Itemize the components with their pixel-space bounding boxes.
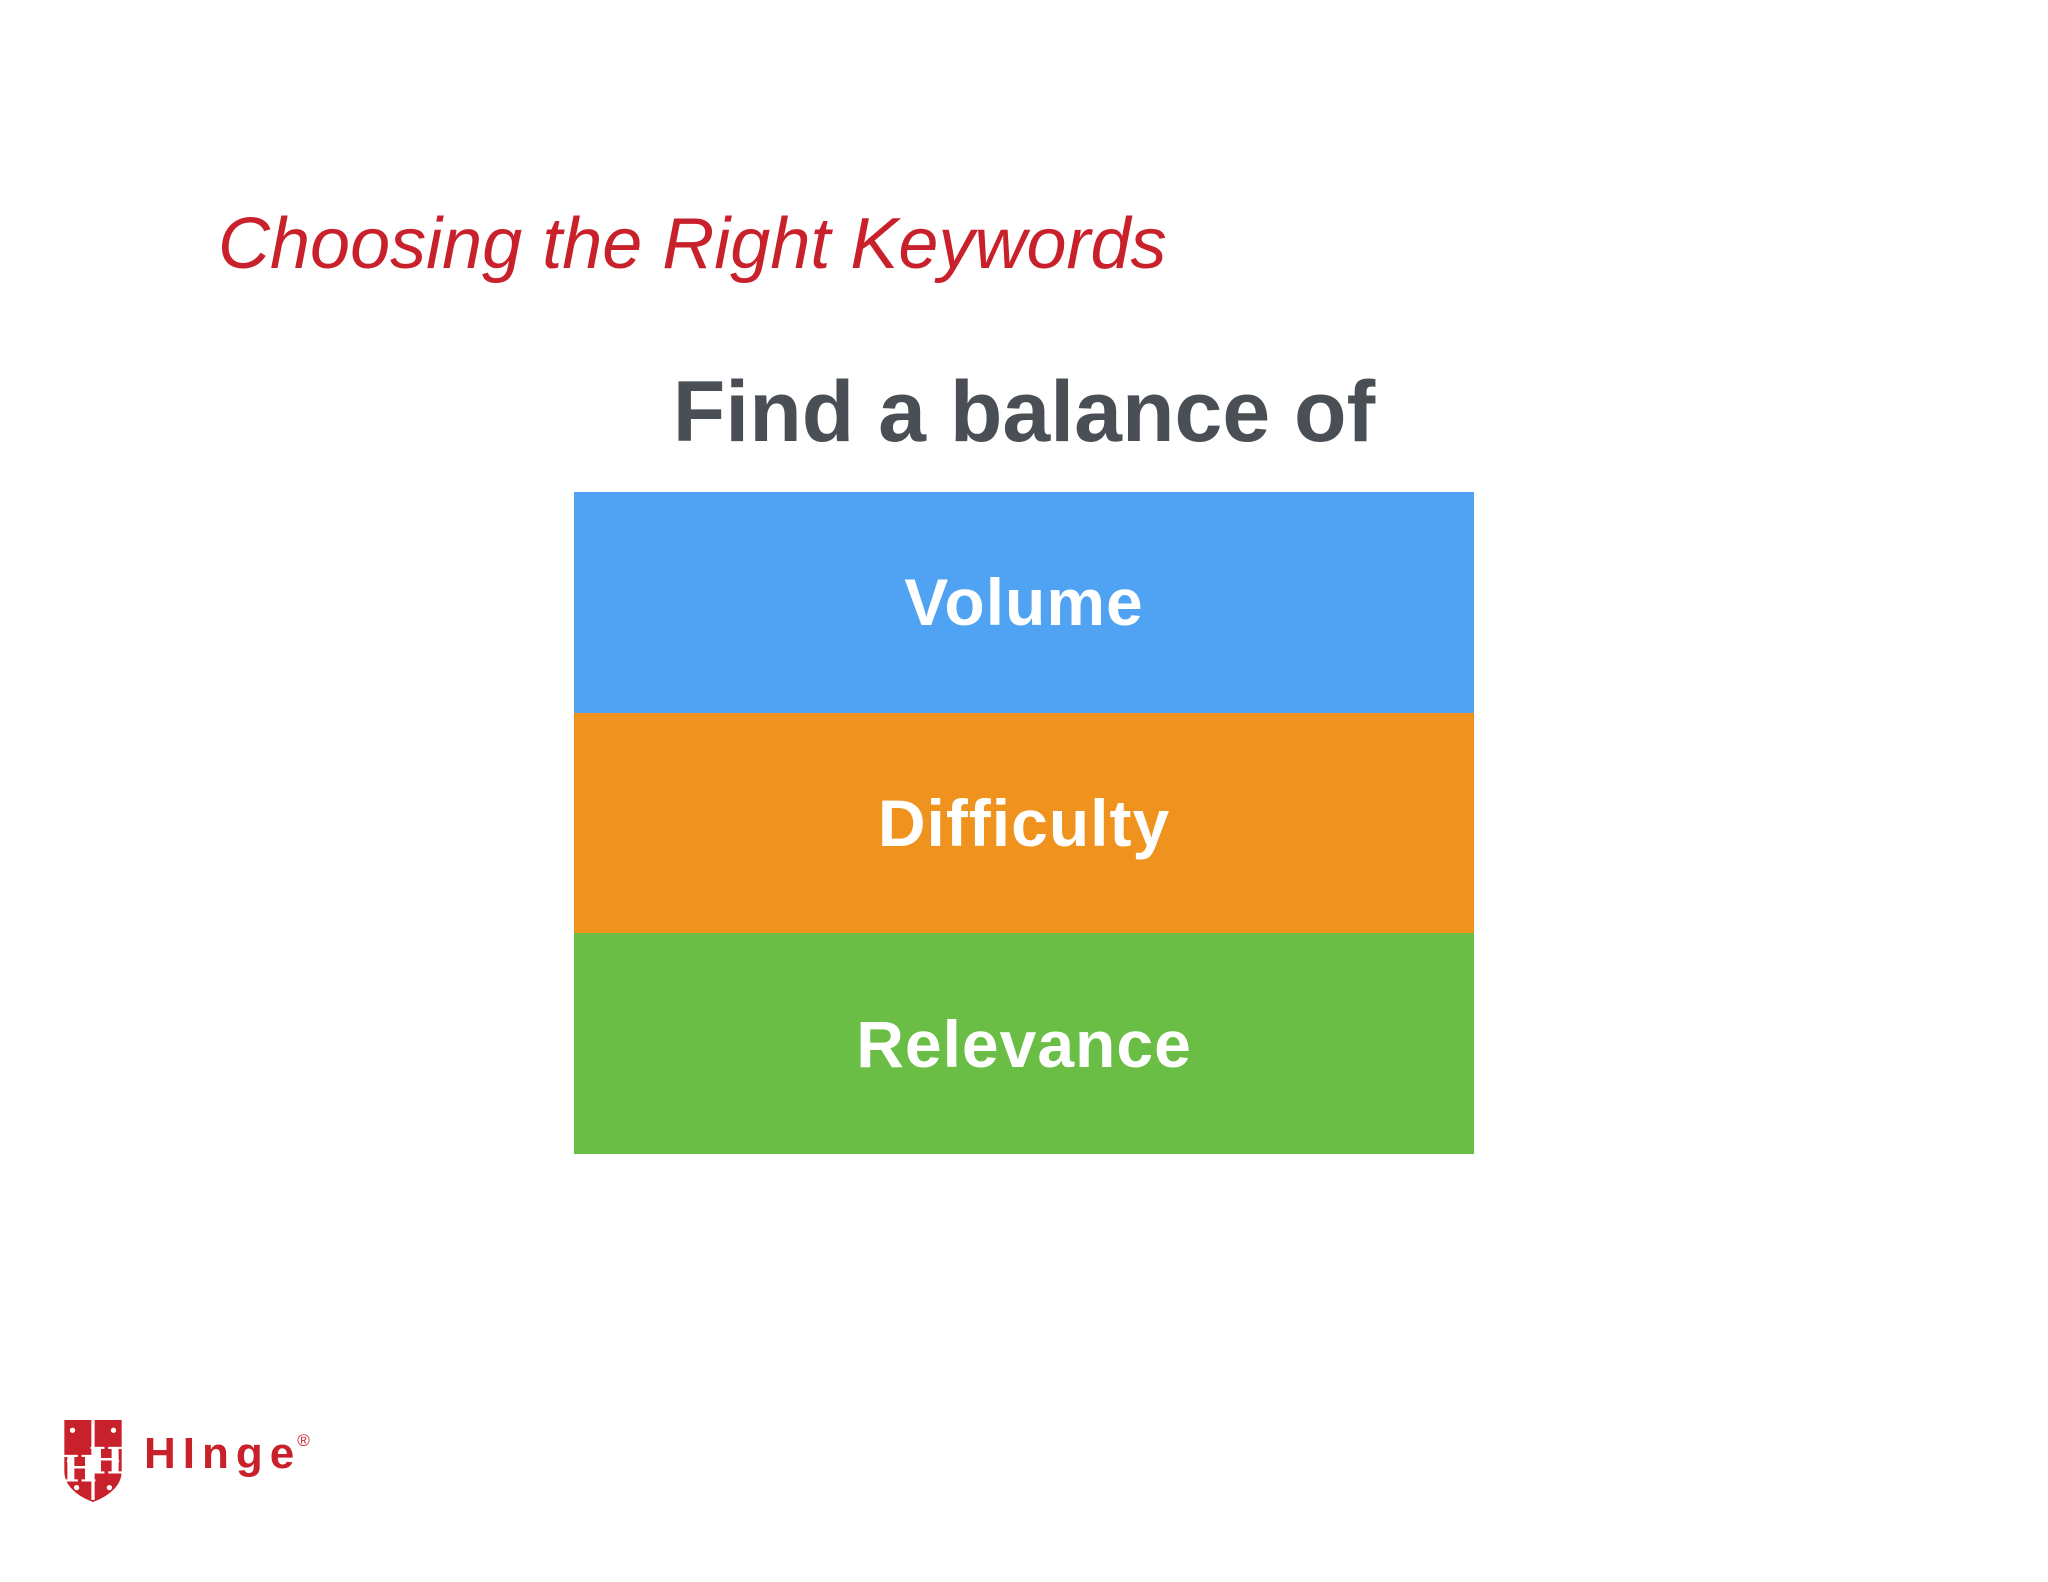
hinge-wordmark: HInge® [144, 1429, 310, 1479]
difficulty-bar-label: Difficulty [877, 786, 1171, 860]
relevance-bar-label: Relevance [856, 1006, 1192, 1081]
hinge-shield-icon: H H [62, 1420, 124, 1502]
hinge-logo: H H HInge® [62, 1418, 310, 1504]
balance-heading: Find a balance of [672, 364, 1376, 460]
difficulty-bar: Difficulty [574, 712, 1474, 934]
slide-title: Choosing the Right Keywords [218, 204, 1167, 284]
keyword-balance-stack: Volume Difficulty Relevance [574, 492, 1474, 1155]
svg-text:H: H [62, 1446, 97, 1490]
relevance-bar: Relevance [574, 933, 1474, 1155]
volume-bar: Volume [574, 492, 1474, 713]
registered-trademark-symbol: ® [297, 1431, 310, 1450]
volume-bar-label: Volume [904, 565, 1144, 640]
hinge-brand-text: HInge [144, 1429, 302, 1478]
